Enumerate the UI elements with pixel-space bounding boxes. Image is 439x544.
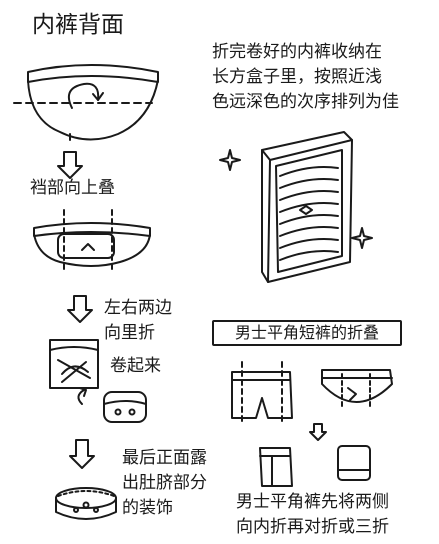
step-final-line-1: 最后正面露 <box>122 448 207 468</box>
hollow-down-arrow-icon <box>67 295 93 323</box>
boxers-flat-illustration <box>231 361 293 425</box>
hollow-down-arrow-icon <box>69 439 95 469</box>
sparkle-icon <box>351 227 373 249</box>
step-final-line-2: 出肚脐部分 <box>122 473 207 493</box>
step-fold-sides-line-2: 向里折 <box>104 323 155 343</box>
sparkle-icon <box>219 149 241 171</box>
page-title: 内裤背面 <box>32 12 124 38</box>
storage-tip-line-1: 折完卷好的内裤收纳在 <box>212 42 382 62</box>
storage-tip-line-3: 色远深色的次序排列为佳 <box>212 92 399 112</box>
boxers-tip-text: 男士平角裤先将两侧 向内折再对折或三折 <box>236 494 389 544</box>
step-final-text: 最后正面露 出肚脐部分 的装饰 <box>122 450 207 525</box>
boxers-tip-line-2: 向内折再对折或三折 <box>236 517 389 537</box>
step-fold-sides-text: 左右两边 向里折 <box>104 300 172 350</box>
hollow-down-arrow-icon <box>309 423 327 441</box>
storage-tip-text: 折完卷好的内裤收纳在 长方盒子里，按照近浅 色远深色的次序排列为佳 <box>212 44 399 119</box>
step-final-line-3: 的装饰 <box>122 498 173 518</box>
boxers-square-folded-illustration <box>337 445 371 481</box>
boxers-tip-line-1: 男士平角裤先将两侧 <box>236 492 389 512</box>
underwear-final-roll-illustration <box>55 487 117 520</box>
underwear-crotch-folded-illustration <box>33 209 151 271</box>
step-roll-text: 卷起来 <box>110 356 161 376</box>
hollow-down-arrow-icon <box>57 151 83 179</box>
boxers-tall-folded-illustration <box>259 447 293 487</box>
boxers-heading: 男士平角短裤的折叠 <box>212 320 402 346</box>
step-fold-crotch-text: 裆部向上叠 <box>30 178 115 198</box>
storage-box-illustration <box>261 131 353 283</box>
storage-tip-line-2: 长方盒子里，按照近浅 <box>212 67 382 87</box>
boxers-sides-folded-illustration <box>321 369 393 407</box>
underwear-back-illustration <box>13 64 159 141</box>
step-fold-sides-line-1: 左右两边 <box>104 298 172 318</box>
underwear-rolled-illustration <box>77 387 147 423</box>
underwear-sides-folded-illustration <box>49 339 99 389</box>
